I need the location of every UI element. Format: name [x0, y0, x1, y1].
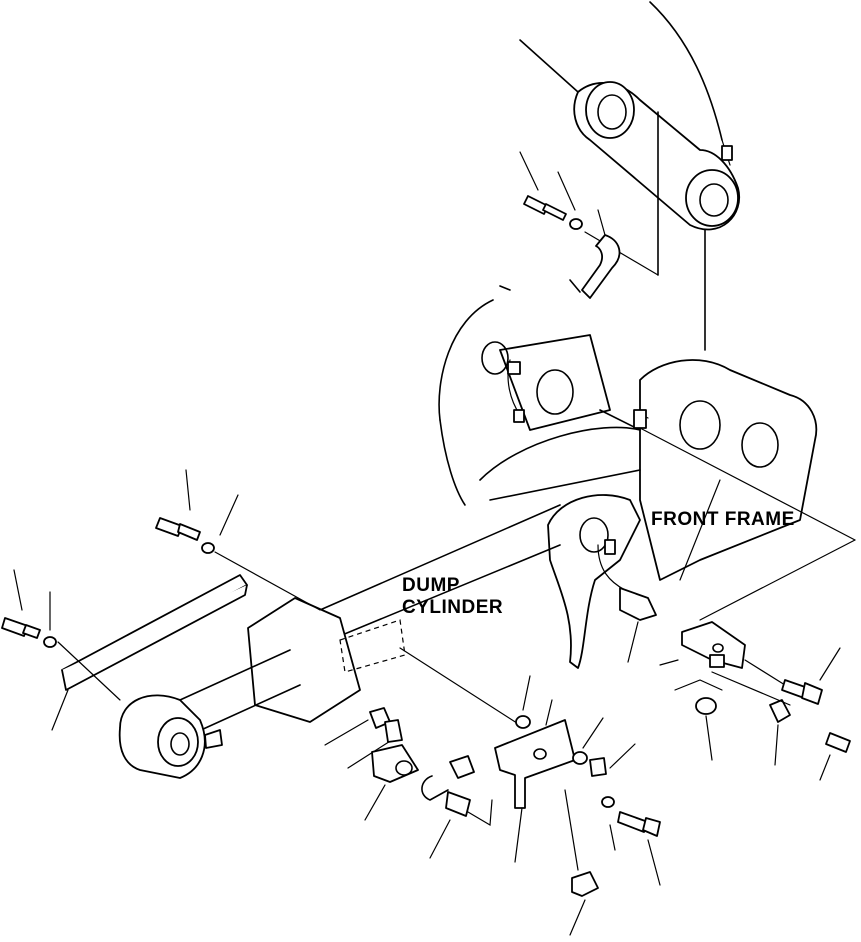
- curved-bracket: [569, 209, 621, 299]
- front-frame-label: FRONT FRAME: [651, 509, 795, 530]
- dump-cylinder: [118, 504, 561, 779]
- lift-arm: [519, 1, 741, 351]
- mount-bracket: [547, 494, 641, 669]
- upper-bolt: [519, 151, 659, 276]
- dump-cylinder-label-line1: DUMP: [402, 575, 460, 596]
- front-frame: [438, 285, 856, 621]
- guard-rail: [61, 574, 248, 691]
- dump-cylinder-label-line2: CYLINDER: [402, 597, 504, 618]
- left-bolts: [1, 469, 321, 731]
- right-hardware: [597, 539, 851, 781]
- lower-hardware: [324, 647, 661, 936]
